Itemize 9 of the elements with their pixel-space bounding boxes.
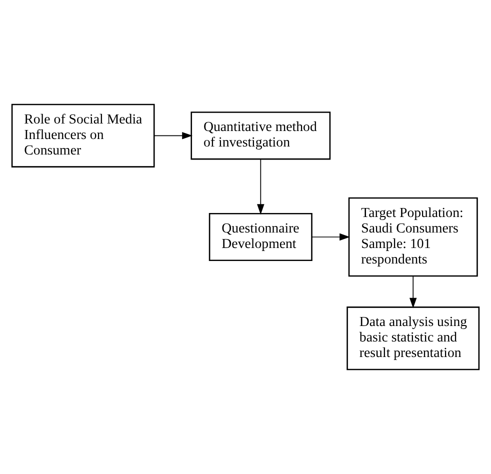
arrow <box>311 233 350 241</box>
node-box: Target Population: Saudi Consumers Sample: 101 respondents <box>348 197 478 277</box>
node-box: Quantitative method of investigation <box>190 112 331 160</box>
arrow <box>257 158 264 215</box>
node-box: Questionnaire Development <box>208 212 312 262</box>
arrow <box>409 276 417 308</box>
arrow <box>154 132 192 140</box>
node-box: Role of Social Media Influencers on Consumer <box>11 104 155 168</box>
node-box: Data analysis using basic statistic and result presentation <box>346 306 480 370</box>
